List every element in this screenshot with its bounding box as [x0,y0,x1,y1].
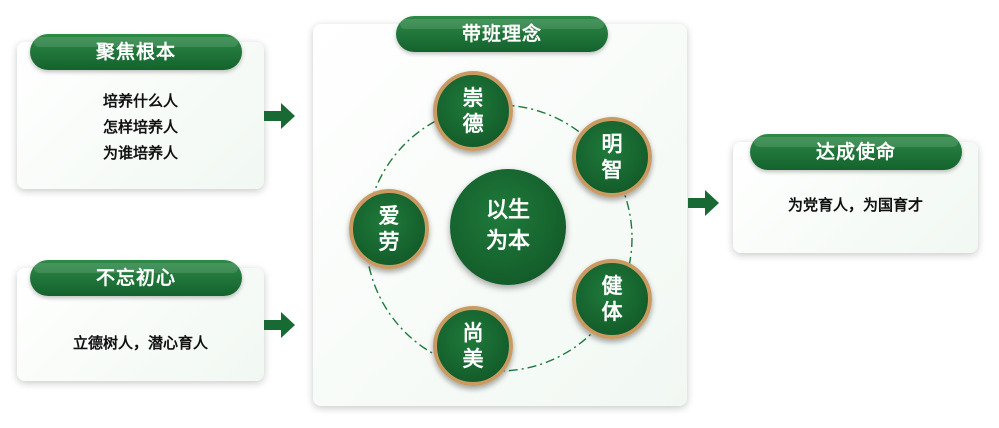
mission-title: 达成使命 [750,134,962,170]
value-node-beauty-top: 尚 [462,320,484,345]
core-line-1: 以生 [485,198,530,224]
value-node-health: 健 体 [572,259,652,339]
value-node-health-bottom: 体 [601,300,623,324]
original-aspiration-line: 立德树人，潜心育人 [72,334,208,352]
value-node-virtue: 崇 德 [433,71,513,151]
value-node-wisdom-top: 明 [601,131,623,156]
focus-line-1: 培养什么人 [102,92,178,110]
arrow-right-icon [264,103,295,129]
value-node-labor-top: 爱 [378,203,400,228]
value-node-labor: 爱 劳 [349,189,429,269]
arrow-right-icon [264,312,295,338]
value-node-virtue-bottom: 德 [462,112,484,136]
value-node-beauty-bottom: 美 [462,347,484,371]
value-node-beauty: 尚 美 [433,306,513,386]
value-node-health-top: 健 [601,273,623,298]
core-line-2: 为本 [485,229,530,254]
focus-line-3: 为谁培养人 [102,144,178,162]
orbit-ring [365,104,633,372]
value-node-wisdom-bottom: 智 [601,158,623,182]
core-node: 以生 为本 [450,169,566,285]
arrow-right-icon [688,190,719,216]
philosophy-title: 带班理念 [396,16,608,52]
original-aspiration-title: 不忘初心 [30,260,242,296]
value-node-labor-bottom: 劳 [378,230,400,254]
value-node-wisdom: 明 智 [572,117,652,197]
mission-line: 为党育人，为国育才 [787,196,923,214]
value-node-virtue-top: 崇 [462,85,484,110]
focus-title: 聚焦根本 [30,34,242,70]
focus-line-2: 怎样培养人 [102,118,178,136]
